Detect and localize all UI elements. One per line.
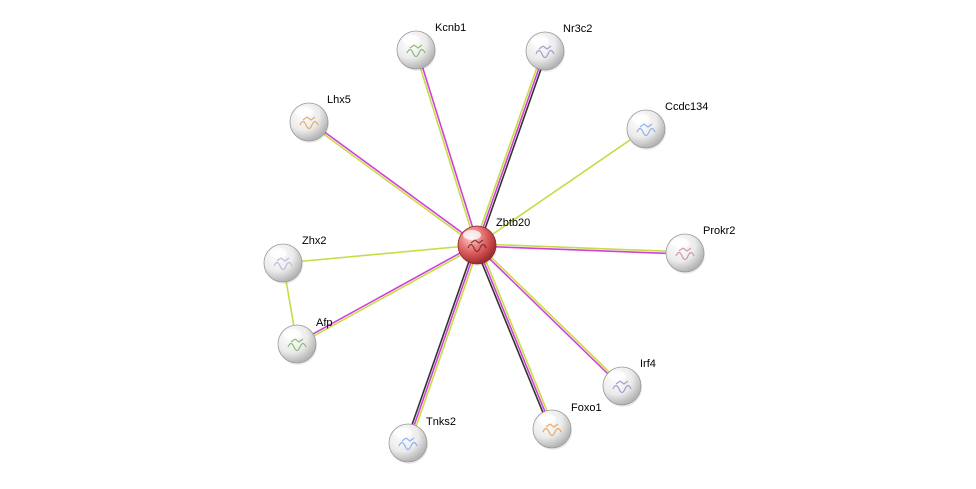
protein-structure-icon (299, 116, 319, 130)
edge-zbtb20-kcnb1[interactable] (414, 49, 479, 246)
edge-line (476, 245, 685, 255)
node-label-lhx5: Lhx5 (327, 94, 351, 106)
edge-line (407, 244, 478, 444)
edge-line (409, 245, 480, 444)
protein-structure-icon (273, 257, 293, 271)
protein-structure-icon (406, 44, 426, 58)
protein-structure-icon (636, 123, 656, 137)
edge-line (475, 245, 622, 388)
node-highlight (608, 371, 626, 381)
node-highlight (463, 230, 481, 240)
node-kcnb1[interactable]: Kcnb1 (396, 22, 466, 71)
edge-line (477, 243, 624, 386)
protein-structure-icon (287, 338, 307, 352)
node-irf4[interactable]: Irf4 (602, 358, 656, 407)
edge-line (297, 245, 478, 346)
edge-zbtb20-nr3c2[interactable] (474, 50, 548, 246)
protein-structure-icon (535, 45, 555, 59)
edge-line (405, 244, 476, 443)
edge-zbtb20-zhx2[interactable] (282, 244, 478, 264)
node-nr3c2[interactable]: Nr3c2 (525, 23, 592, 72)
node-label-zhx2: Zhx2 (302, 235, 326, 247)
node-highlight (283, 329, 301, 339)
edge-line (476, 50, 546, 246)
node-label-tnks2: Tnks2 (426, 416, 456, 428)
edge-zbtb20-tnks2[interactable] (405, 244, 480, 444)
node-afp[interactable]: Afp (277, 317, 333, 365)
protein-structure-icon (675, 247, 695, 261)
node-foxo1[interactable]: Foxo1 (532, 402, 602, 450)
edge-line (282, 244, 478, 264)
node-label-prokr2: Prokr2 (703, 225, 735, 237)
edge-line (477, 243, 686, 253)
edge-line (474, 245, 551, 431)
protein-structure-icon (542, 423, 562, 437)
protein-structure-icon (612, 380, 632, 394)
node-ccdc134[interactable]: Ccdc134 (626, 101, 708, 150)
edge-zbtb20-prokr2[interactable] (476, 243, 686, 255)
node-prokr2[interactable]: Prokr2 (665, 225, 735, 274)
node-highlight (295, 107, 313, 117)
edge-zbtb20-irf4[interactable] (475, 243, 624, 388)
node-label-nr3c2: Nr3c2 (563, 23, 592, 35)
node-highlight (632, 114, 650, 124)
node-label-kcnb1: Kcnb1 (435, 22, 466, 34)
node-tnks2[interactable]: Tnks2 (388, 416, 456, 464)
edge-line (414, 50, 477, 246)
node-zhx2[interactable]: Zhx2 (263, 235, 326, 284)
edge-zbtb20-afp[interactable] (296, 243, 478, 346)
edge-zbtb20-lhx5[interactable] (307, 120, 479, 247)
edges-layer (282, 49, 686, 444)
node-label-zbtb20: Zbtb20 (496, 217, 530, 229)
edge-line (309, 120, 479, 245)
node-highlight (402, 35, 420, 45)
edge-line (307, 122, 477, 247)
node-label-foxo1: Foxo1 (571, 402, 602, 414)
node-label-ccdc134: Ccdc134 (665, 101, 708, 113)
edge-line (478, 243, 555, 429)
node-label-irf4: Irf4 (640, 358, 656, 370)
edge-zbtb20-ccdc134[interactable] (476, 128, 647, 246)
protein-structure-icon (467, 239, 487, 253)
edge-line (416, 49, 479, 245)
node-highlight (269, 248, 287, 258)
node-lhx5[interactable]: Lhx5 (289, 94, 351, 143)
edge-line (474, 50, 544, 245)
edge-line (476, 244, 553, 430)
edge-line (296, 243, 477, 344)
protein-structure-icon (398, 437, 418, 451)
edge-line (478, 51, 548, 246)
node-label-afp: Afp (316, 317, 333, 329)
node-highlight (671, 238, 689, 248)
edge-line (476, 128, 647, 246)
nodes-layer: Kcnb1 Nr3c2Lhx5Ccdc134Prokr2Zhx2AfpIrf4Fo… (263, 22, 735, 464)
node-highlight (394, 428, 412, 438)
node-highlight (531, 36, 549, 46)
node-highlight (538, 414, 556, 424)
edge-zbtb20-foxo1[interactable] (474, 243, 555, 431)
node-zbtb20[interactable]: Zbtb20 (457, 217, 530, 266)
